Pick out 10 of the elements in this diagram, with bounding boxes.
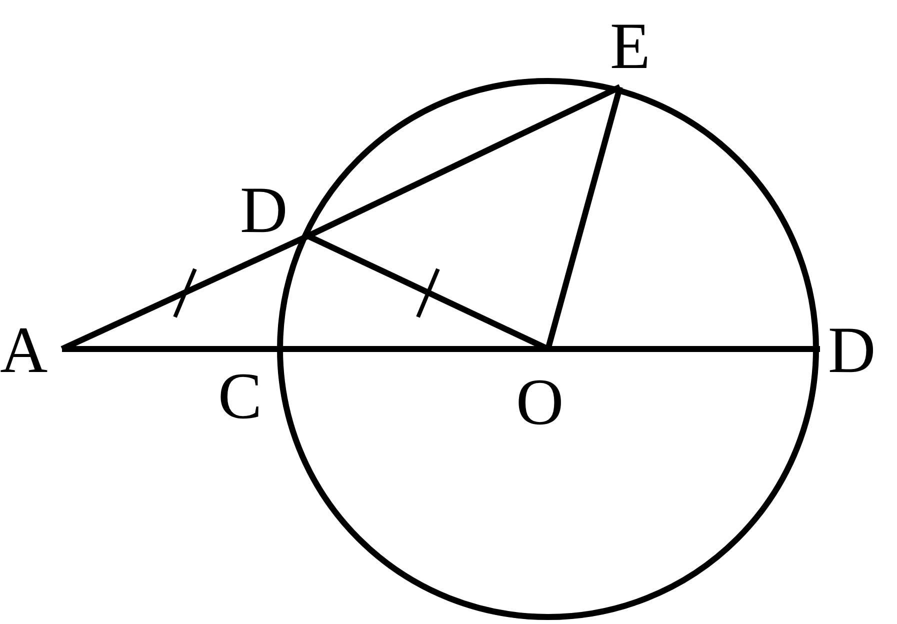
point-label: O (516, 370, 564, 436)
point-label: D (240, 178, 288, 244)
point-label: D (828, 318, 876, 384)
point-label: A (0, 318, 48, 384)
line-segment (62, 346, 285, 352)
point-label: E (610, 14, 650, 80)
line-segment (285, 346, 548, 352)
point-label: C (218, 364, 262, 430)
line-segment (306, 84, 622, 239)
line-segment (548, 346, 820, 352)
